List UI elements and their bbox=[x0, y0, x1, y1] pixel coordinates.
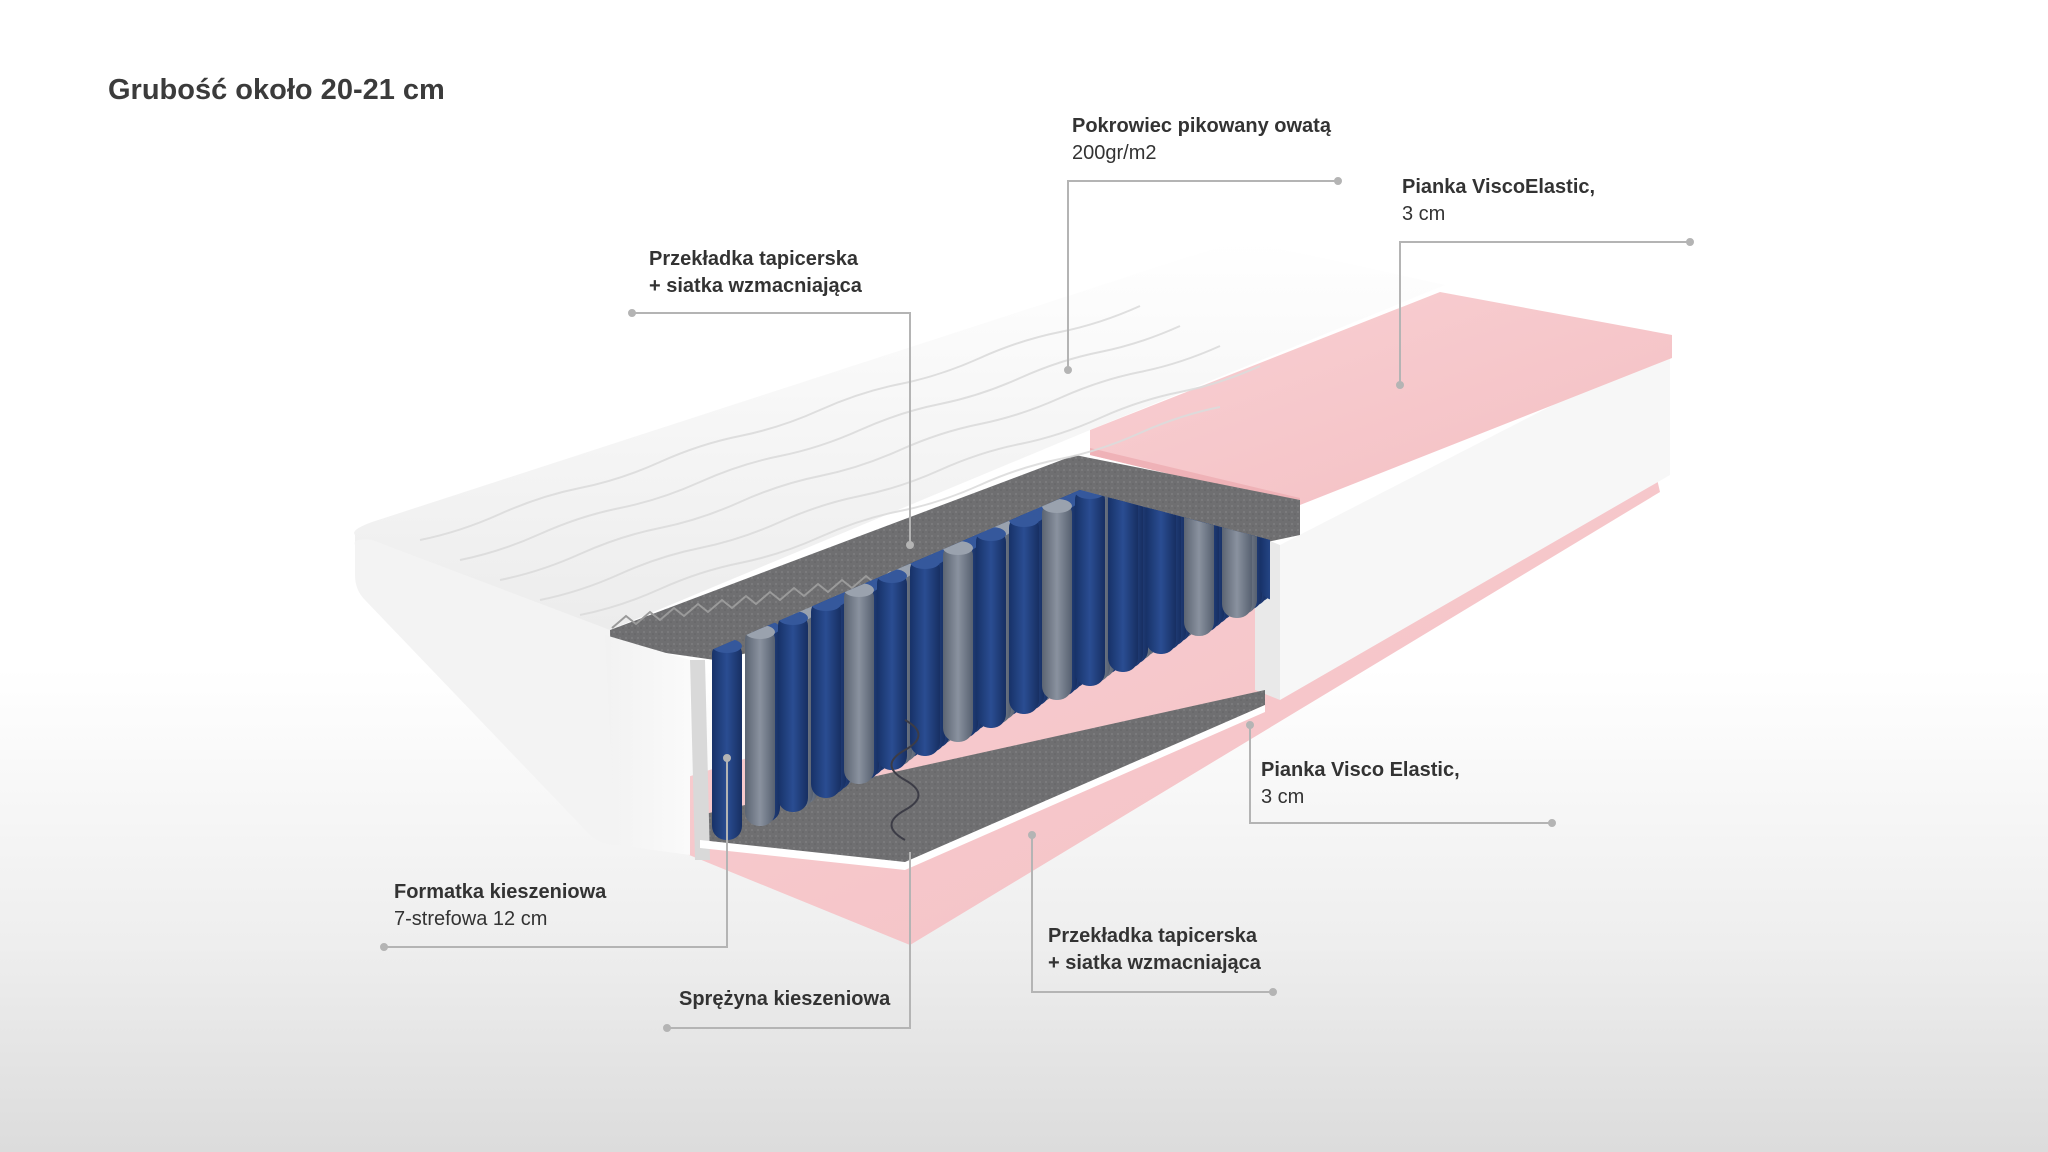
page-title: Grubość około 20-21 cm bbox=[108, 74, 445, 106]
pocket-spring-cylinder bbox=[778, 612, 808, 812]
callout-spacer-top-detail: + siatka wzmacniająca bbox=[649, 275, 862, 297]
callout-spacer-top: Przekładka tapicerska + siatka wzmacniaj… bbox=[649, 246, 862, 300]
callout-spacer-bottom-title: Przekładka tapicerska bbox=[1048, 925, 1258, 947]
pocket-spring-cylinder bbox=[1108, 490, 1138, 672]
callout-pocket-spring-title: Sprężyna kieszeniowa bbox=[679, 988, 891, 1010]
callout-pocket-frame-detail: 7-strefowa 12 cm bbox=[394, 908, 548, 930]
callout-pocket-frame: Formatka kieszeniowa 7-strefowa 12 cm bbox=[394, 879, 606, 933]
callout-spacer-bottom: Przekładka tapicerska + siatka wzmacniaj… bbox=[1048, 923, 1261, 977]
pocket-spring-cylinder bbox=[1075, 490, 1105, 686]
callout-visco-top-detail: 3 cm bbox=[1402, 203, 1446, 225]
callout-visco-top: Pianka ViscoElastic, 3 cm bbox=[1402, 174, 1595, 228]
quilt-wave-pattern bbox=[419, 305, 1261, 616]
callout-pocket-spring: Sprężyna kieszeniowa bbox=[679, 986, 890, 1013]
felt-bottom-layer bbox=[700, 690, 1265, 865]
callout-visco-bottom-detail: 3 cm bbox=[1261, 786, 1305, 808]
callout-cover: Pokrowiec pikowany owatą 200gr/m2 bbox=[1072, 113, 1331, 167]
quilted-cover bbox=[354, 242, 1445, 630]
coil-spring bbox=[890, 719, 920, 841]
pocket-frame bbox=[700, 840, 905, 870]
mattress-left-end bbox=[354, 539, 615, 845]
pocket-spring-cylinder bbox=[1042, 500, 1072, 700]
callout-cover-title: Pokrowiec pikowany owatą bbox=[1072, 115, 1331, 137]
pocket-spring-cylinder bbox=[877, 570, 907, 770]
callout-visco-bottom: Pianka Visco Elastic, 3 cm bbox=[1261, 757, 1460, 811]
callout-pocket-frame-title: Formatka kieszeniowa bbox=[394, 881, 607, 903]
callout-spacer-bottom-detail: + siatka wzmacniająca bbox=[1048, 952, 1261, 974]
pocket-spring-cylinder bbox=[745, 626, 775, 826]
callout-cover-detail: 200gr/m2 bbox=[1072, 142, 1157, 164]
callout-visco-top-title: Pianka ViscoElastic, bbox=[1402, 176, 1596, 198]
pocket-spring-cylinder bbox=[811, 598, 841, 798]
pocket-spring-cylinder bbox=[844, 584, 874, 784]
pocket-spring-cylinder bbox=[943, 542, 973, 742]
pocket-spring-cylinder bbox=[1260, 490, 1270, 600]
mattress-right-block bbox=[1280, 345, 1670, 700]
pocket-spring-cylinder bbox=[712, 640, 742, 840]
pocket-spring-cylinder bbox=[1009, 514, 1039, 714]
callout-spacer-top-title: Przekładka tapicerska bbox=[649, 248, 859, 270]
pocket-spring-cylinder bbox=[910, 556, 940, 756]
callout-lines bbox=[380, 177, 1694, 1032]
pocket-spring-cylinder bbox=[976, 528, 1006, 728]
top-visco-foam bbox=[1090, 292, 1672, 505]
callout-visco-bottom-title: Pianka Visco Elastic, bbox=[1261, 759, 1460, 781]
pocket-spring-cylinder bbox=[1184, 490, 1214, 636]
